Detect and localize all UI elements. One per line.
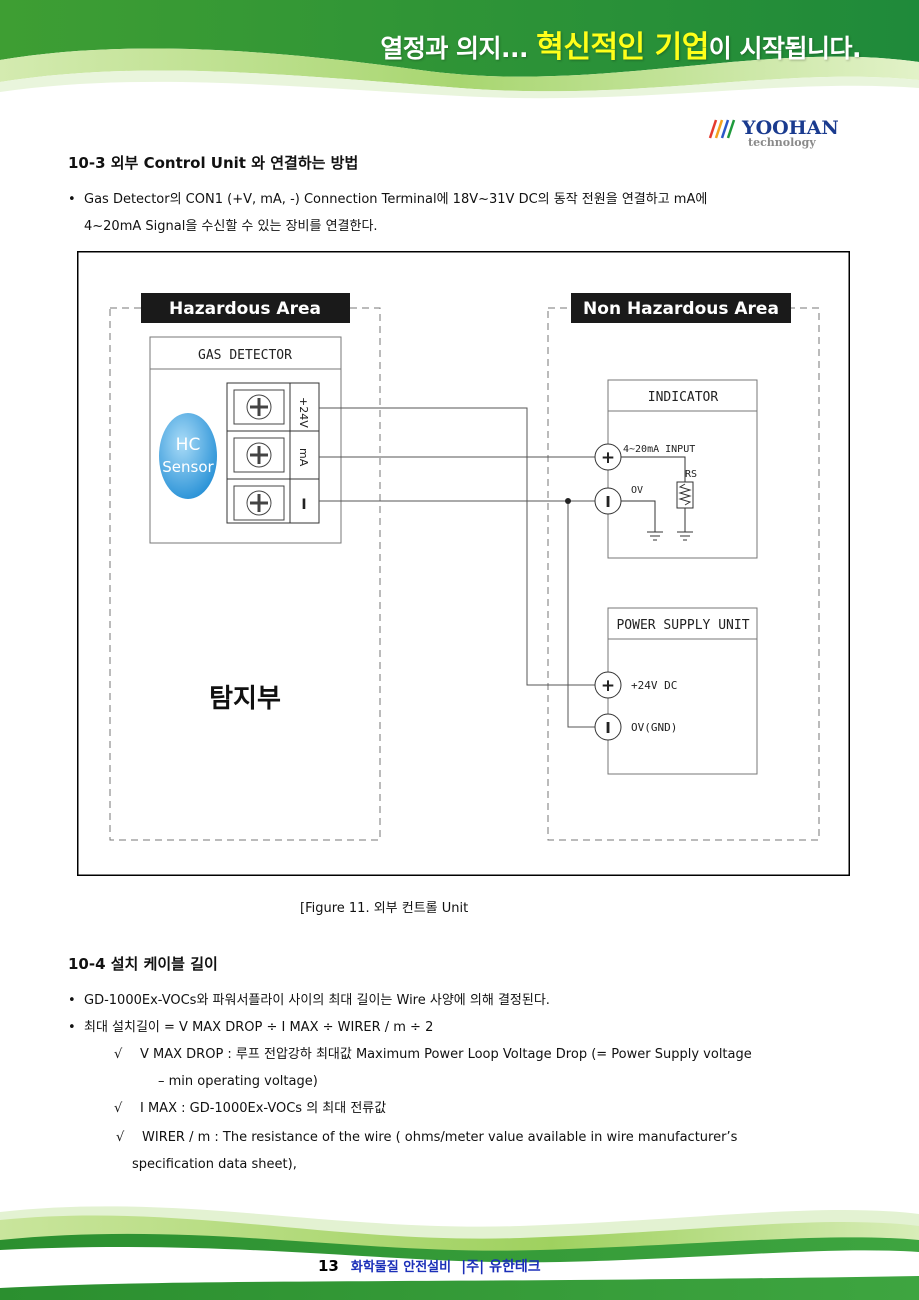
junction-dot — [565, 498, 571, 504]
non-hazardous-area-title-box — [571, 293, 791, 323]
logo-sub-text: technology — [748, 136, 816, 149]
resistor-label: RS — [685, 469, 697, 480]
check-item-wirer-cont: specification data sheet), — [132, 1157, 297, 1172]
section-10-3-title: 10-3 외부 Control Unit 와 연결하는 방법 — [68, 154, 359, 172]
ground-icon — [647, 531, 663, 541]
page-number: 13 — [318, 1257, 339, 1275]
section-10-3-line2: 4~20mA Signal을 수신할 수 있는 장비를 연결한다. — [84, 219, 378, 234]
indicator-box — [607, 379, 758, 559]
figure-caption: [Figure 11. 외부 컨트롤 Unit — [300, 901, 469, 916]
check-item-vmax-cont: – min operating voltage) — [158, 1074, 318, 1089]
header-slogan: 열정과 의지... 혁신적인 기업이 시작됩니다. — [380, 30, 861, 65]
logo-stripes-icon — [708, 119, 736, 139]
page-footer: 13 화학물질 안전설비 |주| 유한테크 — [318, 1256, 541, 1276]
wiring-diagram: Hazardous Area Non Hazardous Area GAS DE… — [77, 251, 850, 876]
check-item-imax: √I MAX : GD-1000Ex-VOCs 의 최대 전류값 — [114, 1101, 387, 1116]
svg-text:I: I — [605, 719, 611, 737]
check-item-wirer: √WIRER / m : The resistance of the wire … — [116, 1130, 738, 1145]
psu-plus-terminal-icon — [594, 671, 622, 699]
svg-text:+: + — [601, 676, 615, 696]
gas-detector-label: GAS DETECTOR — [198, 348, 292, 363]
header-banner — [0, 0, 919, 99]
logo-main-text: YOOHAN — [741, 117, 839, 139]
section-10-3-bullet: •Gas Detector의 CON1 (+V, mA, -) Connecti… — [68, 192, 708, 207]
terminal-minus-label: I — [301, 497, 306, 513]
footer-brand: |주| 유한테크 — [461, 1259, 541, 1275]
section-10-4-bullet-1: •GD-1000Ex-VOCs와 파워서플라이 사이의 최대 길이는 Wire … — [68, 993, 550, 1008]
resistor-icon — [676, 481, 694, 509]
section-10-4-title: 10-4 설치 케이블 길이 — [68, 955, 218, 973]
psu-24v-label: +24V DC — [631, 679, 677, 692]
terminal-screw-icon — [233, 485, 285, 521]
svg-text:+: + — [601, 448, 615, 468]
non-hazardous-area-title: Non Hazardous Area — [583, 299, 779, 319]
indicator-ov-label: OV — [631, 485, 643, 496]
footer-company: 화학물질 안전설비 — [350, 1260, 452, 1275]
sensor-label-hc: HC — [176, 435, 201, 455]
indicator-input-label: 4~20mA INPUT — [623, 444, 695, 455]
sensor-label-sensor: Sensor — [162, 458, 214, 476]
hazardous-area-title: Hazardous Area — [169, 299, 321, 319]
wires — [319, 407, 595, 728]
section-10-4-bullet-2: •최대 설치길이 = V MAX DROP ÷ I MAX ÷ WIRER / … — [68, 1020, 434, 1035]
psu-gnd-label: OV(GND) — [631, 721, 677, 734]
svg-text:I: I — [605, 493, 611, 511]
ground-icon — [677, 531, 693, 541]
hazardous-area-title-box — [141, 293, 350, 323]
slogan-highlight: 혁신적인 기업 — [536, 30, 709, 65]
terminal-screw-icon — [233, 437, 285, 473]
company-logo: YOOHAN technology — [708, 117, 839, 149]
indicator-internal-wiring — [621, 456, 686, 532]
indicator-label: INDICATOR — [648, 390, 719, 405]
terminal-screw-icon — [233, 389, 285, 425]
detector-region-label: 탐지부 — [209, 684, 281, 714]
terminal-ma-label: mA — [297, 448, 310, 467]
power-supply-box — [607, 607, 758, 775]
power-supply-label: POWER SUPPLY UNIT — [616, 618, 749, 633]
check-item-vmax: √V MAX DROP : 루프 전압강하 최대값 Maximum Power … — [114, 1047, 752, 1062]
terminal-24v-label: +24V — [297, 397, 310, 428]
hc-sensor-icon — [159, 413, 217, 499]
footer-banner — [0, 1206, 919, 1300]
psu-minus-terminal-icon — [594, 713, 622, 741]
